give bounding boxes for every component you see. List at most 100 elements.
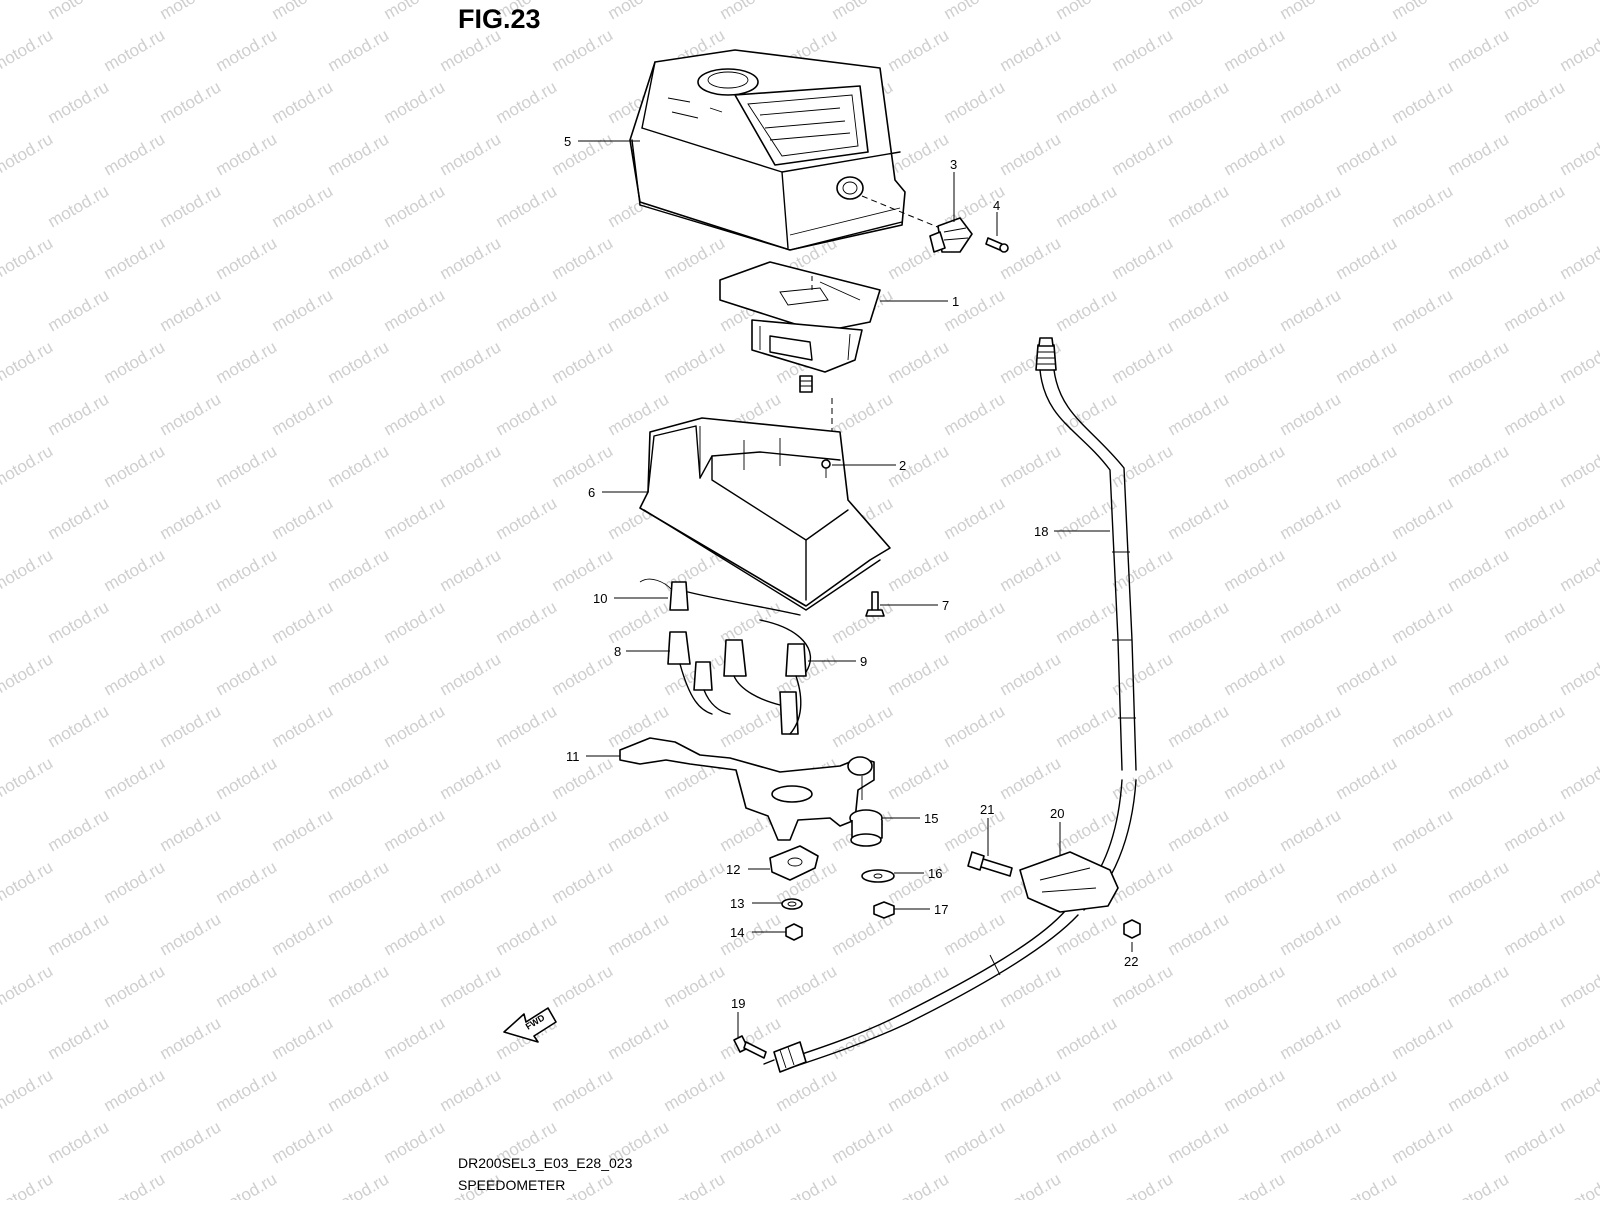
- watermark-text: motod.ru: [1389, 181, 1457, 231]
- watermark-text: motod.ru: [1053, 701, 1121, 751]
- watermark-text: motod.ru: [1221, 1169, 1289, 1200]
- watermark-text: motod.ru: [1165, 1117, 1233, 1167]
- watermark-text: motod.ru: [381, 285, 449, 335]
- callout-22[interactable]: 22: [1124, 954, 1138, 969]
- watermark-text: motod.ru: [213, 129, 281, 179]
- grommet-15-drawing: [850, 810, 882, 846]
- nut-22-drawing: [1124, 920, 1140, 938]
- callout-20[interactable]: 20: [1050, 806, 1064, 821]
- watermark-text: motod.ru: [941, 1117, 1009, 1167]
- watermark-text: motod.ru: [1277, 285, 1345, 335]
- watermark-text: motod.ru: [381, 0, 449, 23]
- figure-title: FIG.23: [458, 4, 541, 35]
- watermark-text: motod.ru: [1445, 441, 1513, 491]
- watermark-text: motod.ru: [1557, 961, 1600, 1011]
- watermark-text: motod.ru: [1053, 1013, 1121, 1063]
- watermark-text: motod.ru: [1165, 597, 1233, 647]
- callout-6[interactable]: 6: [588, 485, 595, 500]
- callout-19[interactable]: 19: [731, 996, 745, 1011]
- watermark-text: motod.ru: [941, 909, 1009, 959]
- watermark-text: motod.ru: [1557, 1169, 1600, 1200]
- watermark-text: motod.ru: [1053, 1117, 1121, 1167]
- watermark-text: motod.ru: [1389, 805, 1457, 855]
- watermark-text: motod.ru: [0, 25, 56, 75]
- watermark-text: motod.ru: [1445, 753, 1513, 803]
- watermark-text: motod.ru: [101, 753, 169, 803]
- watermark-text: motod.ru: [1221, 337, 1289, 387]
- watermark-text: motod.ru: [1557, 753, 1600, 803]
- watermark-text: motod.ru: [885, 441, 953, 491]
- callout-3[interactable]: 3: [950, 157, 957, 172]
- callout-8[interactable]: 8: [614, 644, 621, 659]
- watermark-text: motod.ru: [941, 389, 1009, 439]
- watermark-text: motod.ru: [101, 1065, 169, 1115]
- watermark-text: motod.ru: [1277, 805, 1345, 855]
- watermark-text: motod.ru: [1277, 181, 1345, 231]
- watermark-text: motod.ru: [885, 1169, 953, 1200]
- watermark-text: motod.ru: [213, 1065, 281, 1115]
- callout-13[interactable]: 13: [730, 896, 744, 911]
- watermark-text: motod.ru: [1053, 493, 1121, 543]
- watermark-text: motod.ru: [1221, 1065, 1289, 1115]
- watermark-text: motod.ru: [1501, 285, 1569, 335]
- watermark-text: motod.ru: [661, 857, 729, 907]
- watermark-text: motod.ru: [381, 805, 449, 855]
- callout-18[interactable]: 18: [1034, 524, 1048, 539]
- watermark-text: motod.ru: [493, 181, 561, 231]
- watermark-text: motod.ru: [0, 1065, 56, 1115]
- callout-17[interactable]: 17: [934, 902, 948, 917]
- watermark-text: motod.ru: [437, 545, 505, 595]
- watermark-text: motod.ru: [437, 857, 505, 907]
- watermark-text: motod.ru: [941, 805, 1009, 855]
- callout-5[interactable]: 5: [564, 134, 571, 149]
- watermark-text: motod.ru: [437, 961, 505, 1011]
- callout-1[interactable]: 1: [952, 294, 959, 309]
- watermark-text: motod.ru: [381, 181, 449, 231]
- watermark-text: motod.ru: [157, 285, 225, 335]
- watermark-text: motod.ru: [1053, 285, 1121, 335]
- watermark-text: motod.ru: [1445, 337, 1513, 387]
- watermark-text: motod.ru: [605, 0, 673, 23]
- watermark-text: motod.ru: [1165, 493, 1233, 543]
- watermark-text: motod.ru: [549, 753, 617, 803]
- watermark-text: motod.ru: [1053, 77, 1121, 127]
- watermark-text: motod.ru: [381, 1117, 449, 1167]
- watermark-text: motod.ru: [941, 77, 1009, 127]
- watermark-text: motod.ru: [493, 285, 561, 335]
- watermark-text: motod.ru: [381, 1013, 449, 1063]
- watermark-text: motod.ru: [101, 233, 169, 283]
- watermark-text: motod.ru: [885, 545, 953, 595]
- callout-14[interactable]: 14: [730, 925, 744, 940]
- callout-4[interactable]: 4: [993, 198, 1000, 213]
- watermark-text: motod.ru: [157, 389, 225, 439]
- watermark-text: motod.ru: [325, 753, 393, 803]
- callout-12[interactable]: 12: [726, 862, 740, 877]
- watermark-text: motod.ru: [1333, 753, 1401, 803]
- watermark-text: motod.ru: [325, 961, 393, 1011]
- watermark-text: motod.ru: [1277, 701, 1345, 751]
- watermark-text: motod.ru: [885, 857, 953, 907]
- callout-21[interactable]: 21: [980, 802, 994, 817]
- watermark-text: motod.ru: [1445, 25, 1513, 75]
- watermark-text: motod.ru: [1053, 597, 1121, 647]
- callout-10[interactable]: 10: [593, 591, 607, 606]
- watermark-text: motod.ru: [1221, 233, 1289, 283]
- watermark-text: motod.ru: [549, 961, 617, 1011]
- watermark-text: motod.ru: [437, 1065, 505, 1115]
- callout-16[interactable]: 16: [928, 866, 942, 881]
- watermark-text: motod.ru: [1165, 701, 1233, 751]
- screw-4-drawing: [986, 238, 1008, 252]
- watermark-text: motod.ru: [45, 0, 113, 23]
- watermark-text: motod.ru: [381, 389, 449, 439]
- watermark-text: motod.ru: [941, 701, 1009, 751]
- callout-11[interactable]: 11: [566, 749, 580, 764]
- watermark-text: motod.ru: [1333, 441, 1401, 491]
- callout-9[interactable]: 9: [860, 654, 867, 669]
- watermark-text: motod.ru: [1389, 701, 1457, 751]
- callout-15[interactable]: 15: [924, 811, 938, 826]
- callout-2[interactable]: 2: [899, 458, 906, 473]
- watermark-text: motod.ru: [717, 701, 785, 751]
- watermark-text: motod.ru: [1557, 129, 1600, 179]
- watermark-text: motod.ru: [1389, 1013, 1457, 1063]
- callout-7[interactable]: 7: [942, 598, 949, 613]
